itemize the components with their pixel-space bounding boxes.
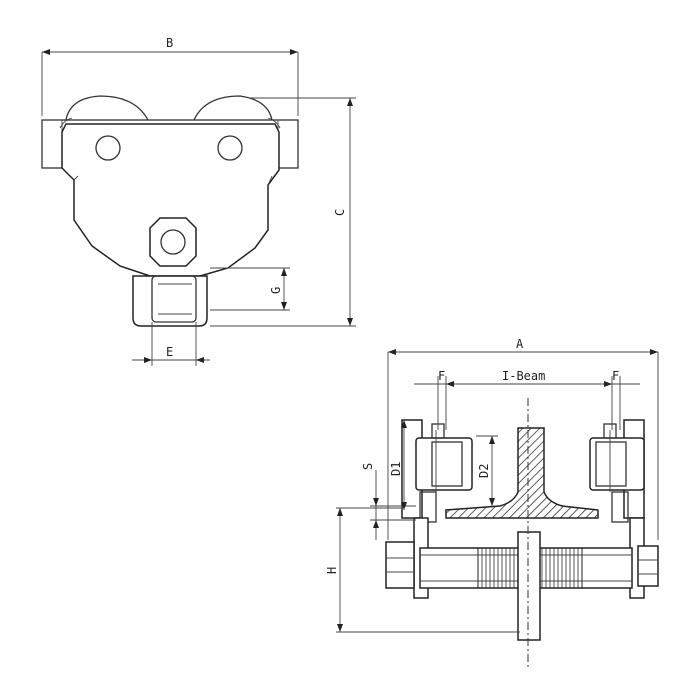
- right-axle-hole: [217, 135, 243, 161]
- dim-label-s: S: [361, 463, 375, 470]
- dim-label-d2: D2: [477, 464, 491, 478]
- left-shaft-nut: [385, 541, 415, 589]
- dim-label-i-beam: I-Beam: [502, 369, 545, 383]
- dim-label-e: E: [166, 345, 173, 359]
- right-wheel: [193, 95, 273, 121]
- dim-label-f-left: F: [438, 369, 445, 383]
- left-wheel: [65, 95, 149, 121]
- dim-label-c: C: [333, 209, 347, 216]
- right-shaft-nut: [637, 545, 659, 587]
- left-wheel-side: [415, 437, 473, 491]
- right-wheel-side: [589, 437, 645, 491]
- dim-label-h: H: [325, 567, 339, 574]
- dim-label-g: G: [269, 287, 283, 294]
- i-beam-section: [445, 427, 599, 519]
- front-view: [41, 95, 299, 327]
- dim-label-b: B: [166, 36, 173, 50]
- left-axle-hole: [95, 135, 121, 161]
- load-hanger: [517, 531, 541, 641]
- dim-label-f-right: F: [612, 369, 619, 383]
- center-nut: [149, 217, 197, 267]
- dim-label-a: A: [516, 337, 524, 351]
- side-dimensions: A F I-Beam F S D1 D2 H: [325, 337, 659, 633]
- side-view: [385, 398, 659, 668]
- dim-label-d1: D1: [389, 462, 403, 476]
- front-dimensions: B C G E: [41, 36, 356, 366]
